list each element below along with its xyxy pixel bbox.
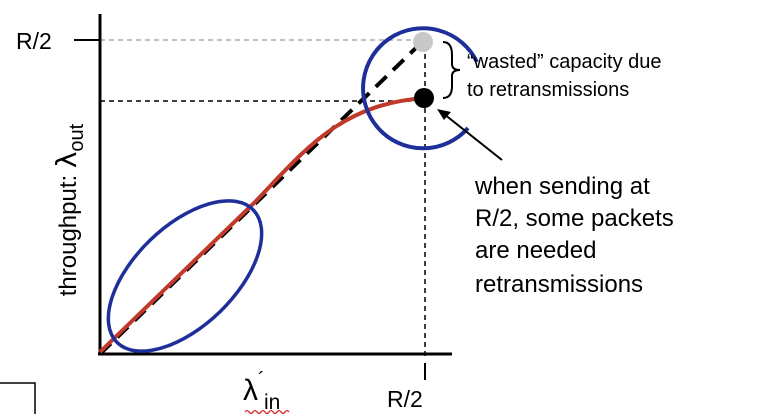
ideal-point [413,32,433,52]
wasted-capacity-line-2: to retransmissions [467,79,629,101]
sending-note-line-3: are needed [475,237,596,264]
linear-region-ellipse [106,199,264,353]
throughput-curve [98,96,426,354]
y-axis-label-text: throughput: [55,168,82,296]
x-tick-label: R/2 [387,386,423,412]
annotation-arrow [443,113,503,161]
lambda-out-subscript: out [66,123,88,151]
wasted-capacity-brace [442,41,461,99]
lambda-in-subscript: in [264,391,280,414]
saturation-region-circle [361,26,479,151]
frame-corner [0,382,36,414]
wasted-capacity-line-1: “wasted” capacity due [467,51,662,73]
actual-point [414,88,434,108]
sending-note-line-1: when sending at [474,173,650,200]
x-axis-label: λ ´ in [243,369,290,414]
arrow-head [437,109,451,120]
lambda-in-symbol: λ [243,374,258,407]
y-tick-label: R/2 [16,28,52,54]
y-axis-label: throughput: λout [50,123,88,296]
svg-text:throughput: λout: throughput: λout [50,123,88,296]
lambda-in-accent: ´ [258,369,265,391]
lambda-out-symbol: λ [50,152,83,169]
sending-note-line-2: R/2, some packets [475,205,674,232]
sending-note-line-4: retransmissions [475,271,643,298]
